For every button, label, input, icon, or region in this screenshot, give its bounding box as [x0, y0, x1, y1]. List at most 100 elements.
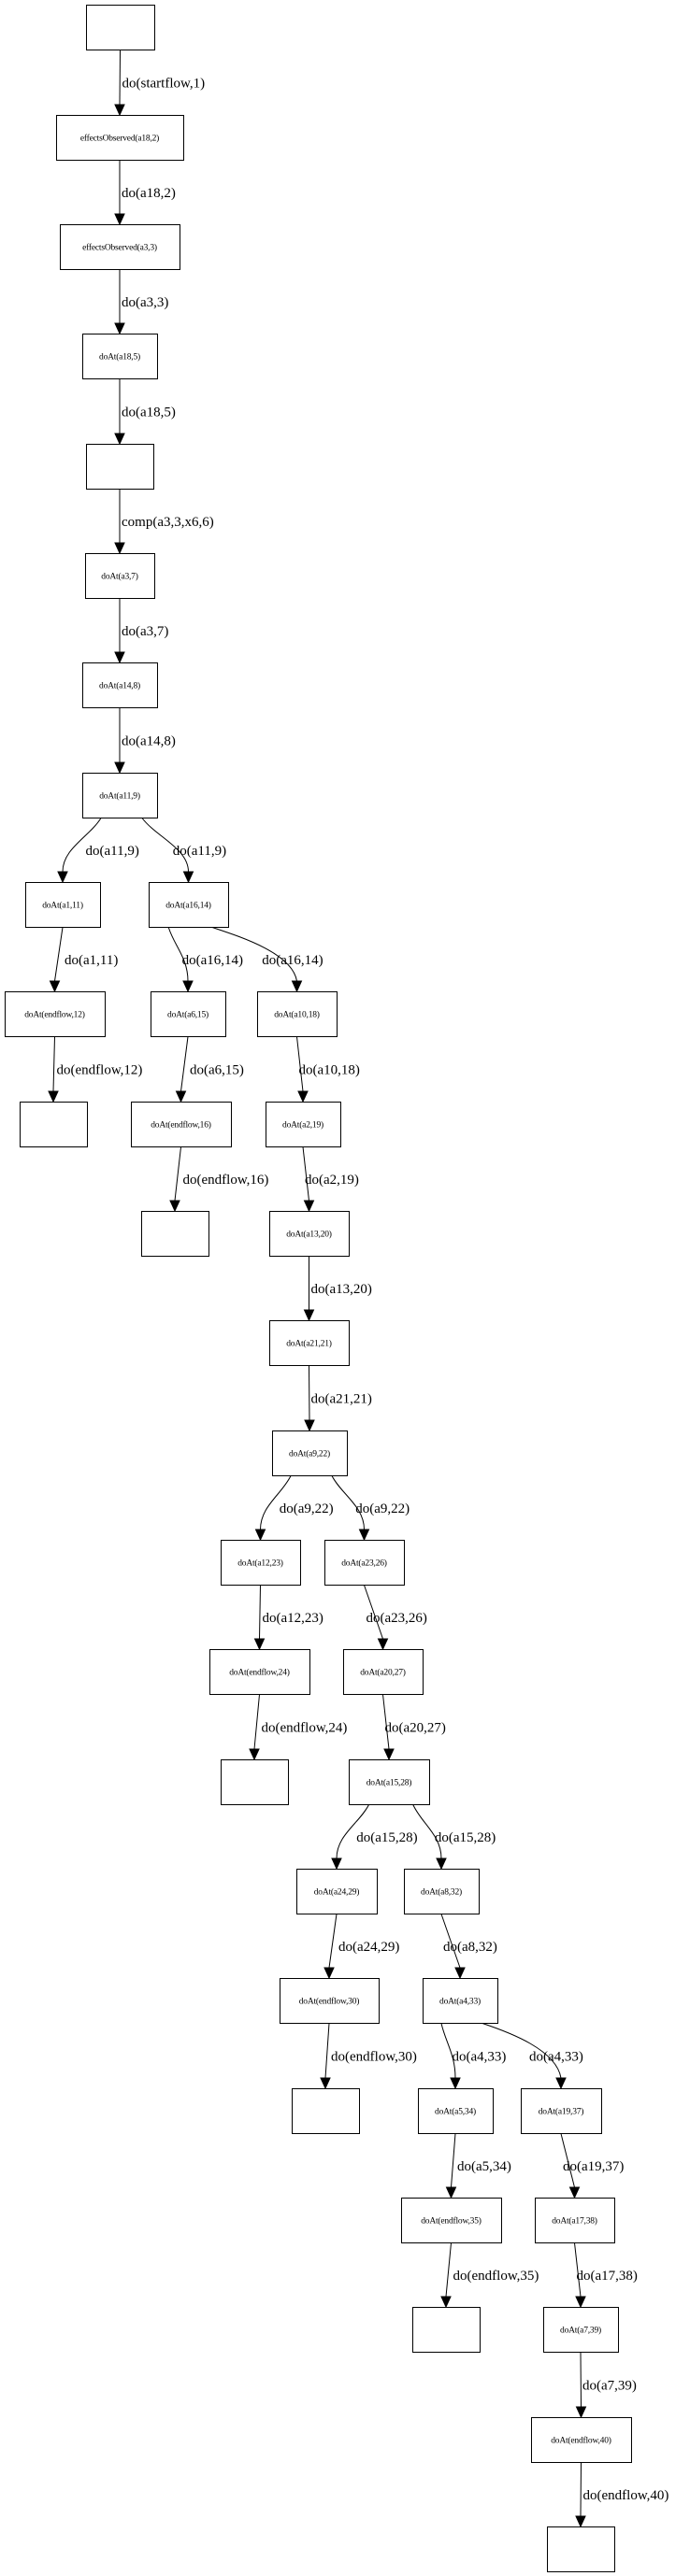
edge-label: do(a8,32)	[443, 1940, 497, 1955]
edge-label: do(a2,19)	[305, 1173, 359, 1188]
edge-line	[445, 2242, 452, 2298]
arrowhead-icon	[383, 1748, 395, 1761]
node-box	[324, 1540, 405, 1586]
node-label: doAt(endflow,40)	[551, 2436, 611, 2446]
transition-edge: do(a9,22)	[254, 1475, 334, 1542]
edge-label: do(a9,22)	[355, 1501, 410, 1516]
edge-label: do(endflow,40)	[583, 2488, 669, 2503]
arrowhead-icon	[114, 542, 125, 555]
edge-line	[180, 1036, 189, 1092]
edge-label: do(a17,38)	[577, 2269, 638, 2284]
node-label: doAt(a10,18)	[274, 1010, 320, 1020]
state-node: doAt(a14,8)	[82, 662, 158, 708]
state-node: doAt(a11,9)	[82, 773, 158, 818]
node-label: doAt(a7,39)	[560, 2326, 601, 2336]
edge-line	[560, 2133, 575, 2188]
arrowhead-icon	[555, 2077, 567, 2090]
edge-label: do(a16,14)	[262, 953, 323, 968]
edge-label: do(a1,11)	[65, 953, 118, 968]
state-node: doAt(a9,22)	[272, 1430, 348, 1476]
empty-state-node	[141, 1211, 209, 1257]
node-box	[272, 1430, 348, 1476]
node-box	[296, 1869, 378, 1914]
state-node: doAt(a20,27)	[343, 1649, 424, 1695]
edge-label: do(a9,22)	[280, 1501, 334, 1516]
transition-edge: do(a11,9)	[141, 818, 226, 884]
node-box	[401, 2198, 502, 2243]
state-node: doAt(a4,33)	[423, 1978, 498, 2024]
state-node: doAt(a3,7)	[85, 553, 155, 599]
node-box	[349, 1759, 430, 1805]
edge-label: do(a12,23)	[263, 1611, 323, 1626]
arrowhead-icon	[303, 1200, 315, 1213]
transition-edge: comp(a3,3,x6,6)	[114, 489, 214, 555]
node-label: doAt(a9,22)	[289, 1449, 330, 1459]
transition-edge: do(endflow,24)	[249, 1694, 347, 1761]
edge-label: do(a6,15)	[190, 1062, 244, 1077]
state-node: effectsObserved(a3,3)	[60, 224, 180, 270]
arrowhead-icon	[114, 213, 125, 226]
node-box	[269, 1211, 350, 1257]
edge-label: do(endflow,12)	[57, 1062, 143, 1077]
node-label: doAt(a3,7)	[101, 572, 137, 582]
transition-edge: do(endflow,12)	[48, 1036, 143, 1103]
state-node: doAt(a7,39)	[543, 2307, 619, 2353]
state-node: doAt(a6,15)	[151, 991, 226, 1037]
edge-line	[580, 2462, 582, 2517]
edge-label: do(a14,8)	[122, 733, 176, 748]
transition-edge: do(startflow,1)	[114, 50, 206, 117]
node-label: doAt(a6,15)	[167, 1010, 208, 1020]
edge-label: do(a23,26)	[367, 1611, 427, 1626]
arrowhead-icon	[169, 1200, 180, 1213]
arrowhead-icon	[575, 2515, 586, 2528]
node-label: doAt(a20,27)	[360, 1668, 406, 1678]
edge-label: do(a16,14)	[182, 953, 243, 968]
edge-line	[440, 1914, 461, 1969]
edge-line	[260, 1475, 292, 1530]
node-label: doAt(a21,21)	[286, 1339, 332, 1349]
arrowhead-icon	[303, 1309, 315, 1322]
transition-edge: do(a15,28)	[331, 1804, 418, 1871]
state-node: doAt(a18,5)	[82, 334, 158, 379]
transition-edge: do(a24,29)	[323, 1914, 399, 1980]
state-node: doAt(a2,19)	[266, 1102, 341, 1147]
node-box	[209, 1649, 310, 1695]
arrowhead-icon	[57, 871, 68, 884]
node-box	[25, 882, 101, 928]
state-node: doAt(a24,29)	[296, 1869, 378, 1914]
edge-line	[309, 1365, 310, 1421]
arrowhead-icon	[48, 1090, 59, 1103]
node-box	[149, 882, 229, 928]
edge-line	[167, 927, 189, 982]
arrowhead-icon	[114, 651, 125, 664]
node-box	[82, 662, 158, 708]
transition-edge: do(a13,20)	[303, 1256, 372, 1322]
state-node: doAt(a13,20)	[269, 1211, 350, 1257]
edge-line	[382, 1694, 390, 1750]
state-node: doAt(endflow,24)	[209, 1649, 310, 1695]
transition-edge: do(a3,3)	[114, 269, 168, 335]
edge-label: do(a3,7)	[122, 624, 168, 639]
edge-label: do(startflow,1)	[122, 76, 206, 91]
arrowhead-icon	[175, 1090, 187, 1103]
edge-line	[440, 2023, 456, 2079]
node-box	[257, 991, 338, 1037]
edge-label: do(a15,28)	[356, 1830, 417, 1845]
node-label: doAt(a4,33)	[439, 1997, 481, 2007]
node-label: doAt(a2,19)	[282, 1120, 323, 1131]
arrowhead-icon	[575, 2296, 586, 2309]
transition-edge: do(a21,21)	[304, 1365, 372, 1432]
node-box	[86, 5, 155, 50]
edge-label: do(a4,33)	[529, 2049, 583, 2064]
arrowhead-icon	[323, 1967, 335, 1980]
empty-state-node	[86, 5, 155, 50]
node-label: doAt(endflow,35)	[421, 2216, 482, 2227]
node-label: doAt(a12,23)	[237, 1558, 283, 1569]
edge-line	[574, 2242, 582, 2298]
edge-line	[328, 1914, 338, 1969]
arrowhead-icon	[331, 1857, 342, 1871]
transition-edge: do(a18,2)	[114, 160, 176, 226]
node-label: doAt(endflow,16)	[151, 1120, 211, 1131]
arrowhead-icon	[253, 1638, 266, 1651]
arrowhead-icon	[358, 1529, 370, 1542]
